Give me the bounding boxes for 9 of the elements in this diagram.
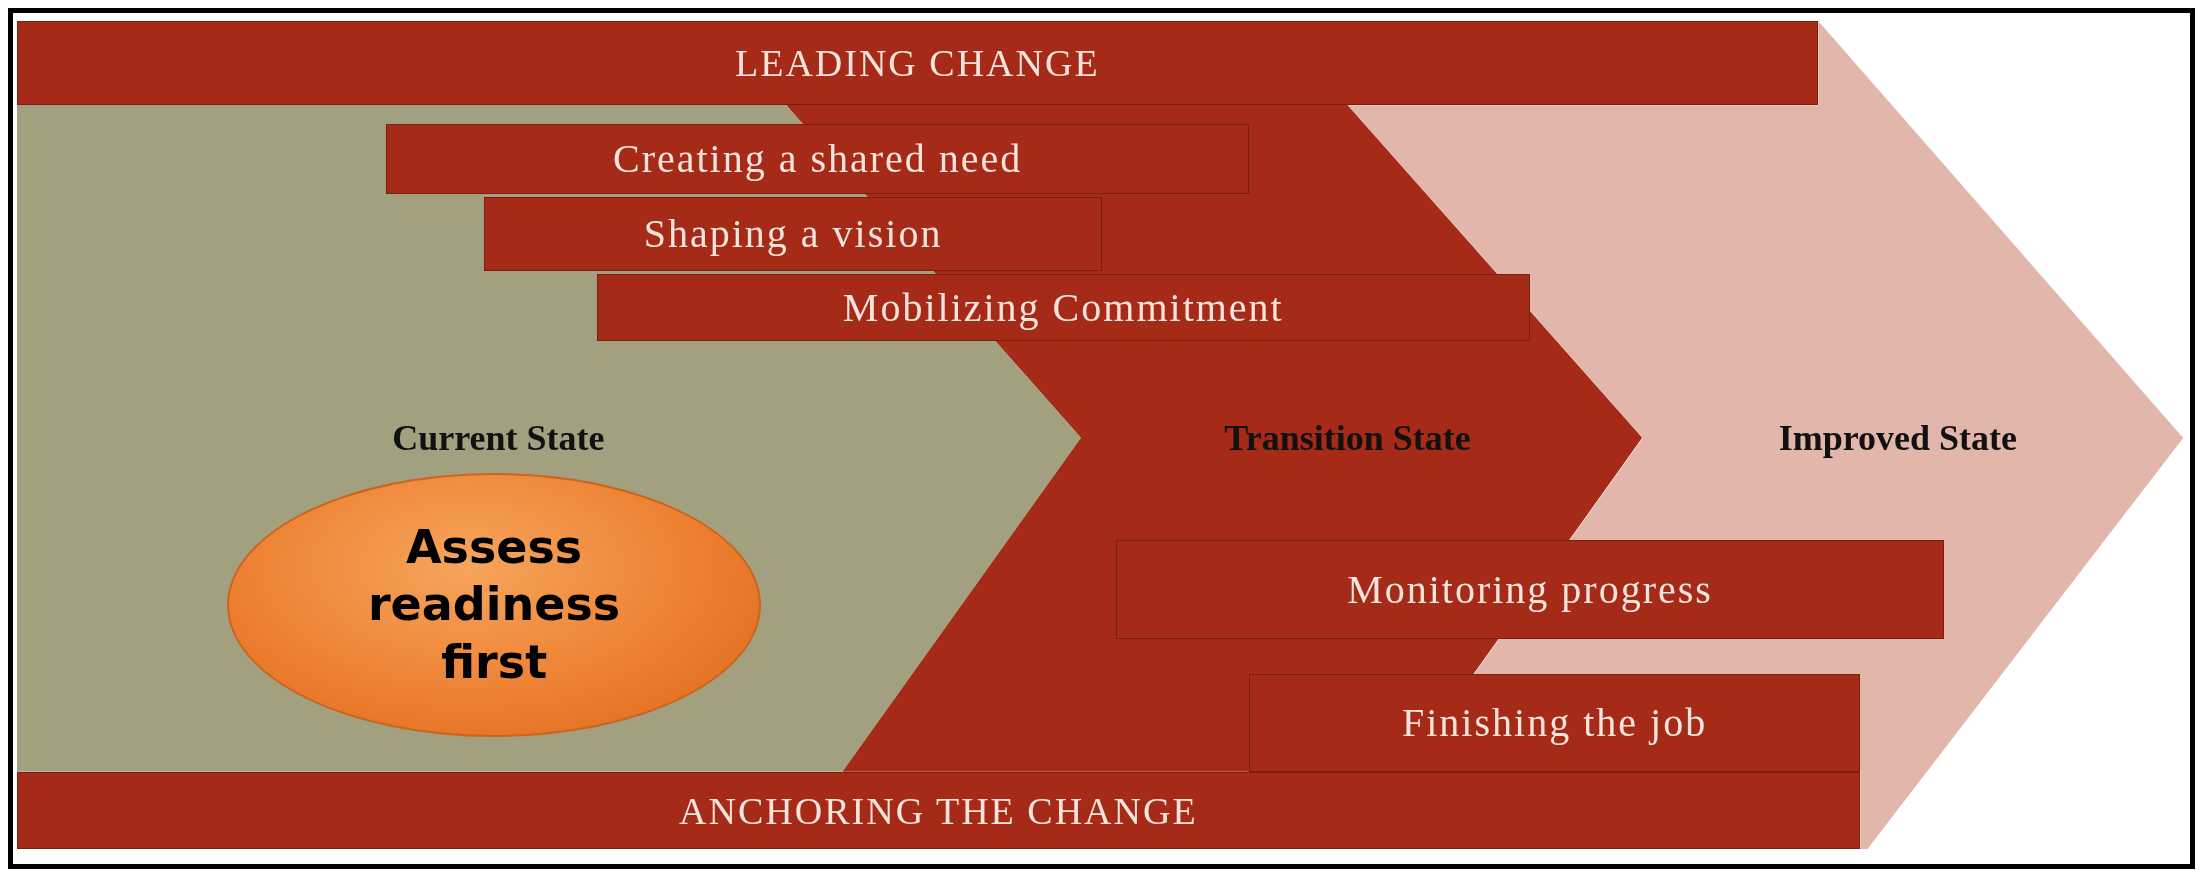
step-box: Finishing the job: [1249, 673, 1860, 772]
state-label: Current State: [392, 416, 605, 459]
banner-bar: ANCHORING THE CHANGE: [16, 772, 1860, 850]
step-box: Mobilizing Commitment: [596, 273, 1530, 342]
state-label: Transition State: [1224, 416, 1471, 459]
banner-bar: LEADING CHANGE: [16, 21, 1818, 106]
state-label: Improved State: [1778, 416, 2017, 459]
step-box: Creating a shared need: [386, 123, 1250, 194]
step-box: Monitoring progress: [1115, 540, 1945, 639]
